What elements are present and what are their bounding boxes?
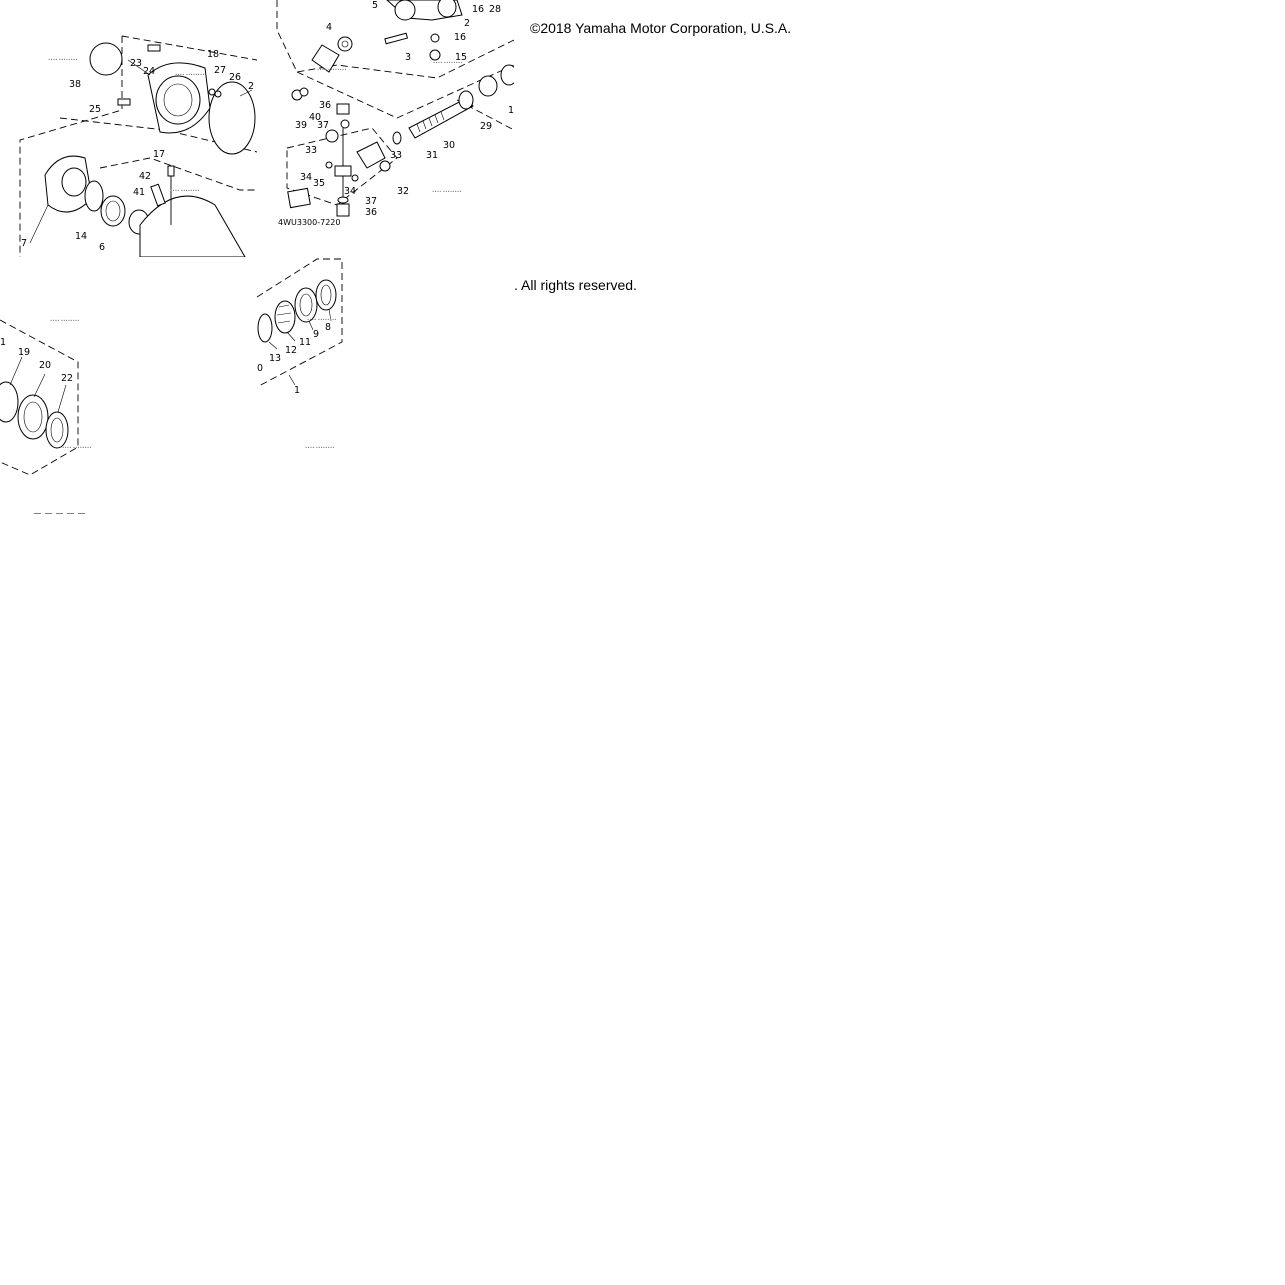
callout-16a: 16 <box>472 4 484 15</box>
oil-seal-8 <box>315 279 337 311</box>
callout-38: 38 <box>69 79 81 90</box>
bearing-19 <box>0 381 19 423</box>
front-marker <box>287 187 311 209</box>
callout-19: 19 <box>18 347 30 358</box>
spider-joint <box>334 165 352 177</box>
callout-0: 0 <box>257 363 263 374</box>
copyright-line-2: . All rights reserved. <box>514 277 637 293</box>
callout-34a: 34 <box>300 172 312 183</box>
callout-29: 29 <box>480 121 492 132</box>
callout-40: 40 <box>309 112 321 123</box>
driveshaft-drawing: 5 4 16 28 2 16 3 15 36 39 40 37 33 33 31… <box>276 0 514 227</box>
callout-4: 4 <box>326 22 332 33</box>
callout-36b: 36 <box>365 207 377 218</box>
callout-16b: 16 <box>454 32 466 43</box>
callout-12: 12 <box>285 345 297 356</box>
callout-42: 42 <box>139 171 151 182</box>
callout-3: 3 <box>405 52 411 63</box>
callout-33a: 33 <box>305 145 317 156</box>
callout-31: 31 <box>426 150 438 161</box>
callout-6: 6 <box>99 242 105 253</box>
callout-34b: 34 <box>344 186 356 197</box>
yoke <box>356 141 386 169</box>
callout-36a: 36 <box>319 100 331 111</box>
callout-1c: 1 <box>294 385 300 396</box>
o-ring-2 <box>208 81 256 155</box>
callout-32: 32 <box>397 186 409 197</box>
callout-28: 28 <box>489 4 501 15</box>
shim-12 <box>257 313 273 343</box>
bearing-11 <box>274 300 296 334</box>
callout-2: 2 <box>248 81 254 92</box>
callout-20: 20 <box>39 360 51 371</box>
gear-case <box>139 195 246 257</box>
drive-shaft <box>408 97 474 139</box>
bearing-4 <box>337 36 353 52</box>
callout-25: 25 <box>89 104 101 115</box>
callout-41: 41 <box>133 187 145 198</box>
callout-14: 14 <box>75 231 87 242</box>
callout-39: 39 <box>295 120 307 131</box>
bearing-group-drawing: 8 9 11 12 13 0 1 <box>257 258 343 396</box>
collar-36 <box>336 103 350 115</box>
callout-5: 5 <box>372 0 378 11</box>
diagram-code: 4WU3300-7220 <box>278 218 340 227</box>
callout-33b: 33 <box>390 150 402 161</box>
callout-2b: 2 <box>464 18 470 29</box>
callout-24: 24 <box>143 66 155 77</box>
callout-1a: 1 <box>508 105 514 116</box>
callout-11: 11 <box>299 337 311 348</box>
callout-8: 8 <box>325 322 331 333</box>
bearing-9 <box>294 287 318 323</box>
callout-35: 35 <box>313 178 325 189</box>
callout-37b: 37 <box>365 196 377 207</box>
callout-9: 9 <box>313 329 319 340</box>
callout-17: 17 <box>153 149 165 160</box>
diagram-tile-seals: 19 20 22 1 •••• •••••••• •••• •••••••• <box>0 257 257 514</box>
pinion-gear <box>311 44 340 73</box>
diagram-tile-driveshaft: 5 4 16 28 2 16 3 15 36 39 40 37 33 33 31… <box>257 0 514 257</box>
callout-37a: 37 <box>317 120 329 131</box>
diagram-tile-housing: 38 23 24 18 27 26 2 25 17 42 41 14 6 7 •… <box>0 0 257 257</box>
o-ring-38 <box>89 42 123 76</box>
callout-23: 23 <box>130 58 142 69</box>
callout-18: 18 <box>207 49 219 60</box>
callout-15: 15 <box>455 52 467 63</box>
callout-22: 22 <box>61 373 73 384</box>
housing-drawing: 38 23 24 18 27 26 2 25 17 42 41 14 6 7 <box>19 35 257 257</box>
callout-30: 30 <box>443 140 455 151</box>
copyright-line-1: ©2018 Yamaha Motor Corporation, U.S.A. <box>530 20 792 36</box>
callout-7: 7 <box>21 238 27 249</box>
callout-1b: 1 <box>0 337 6 348</box>
diagram-tile-bearing-group: 8 9 11 12 13 0 1 •••• •••••••• •••• ••••… <box>257 257 514 514</box>
seals-drawing: 19 20 22 1 <box>0 319 85 514</box>
callout-27: 27 <box>214 65 226 76</box>
callout-13: 13 <box>269 353 281 364</box>
bearing-20 <box>17 394 49 440</box>
oil-seal-22 <box>45 411 69 449</box>
callout-26: 26 <box>229 72 241 83</box>
